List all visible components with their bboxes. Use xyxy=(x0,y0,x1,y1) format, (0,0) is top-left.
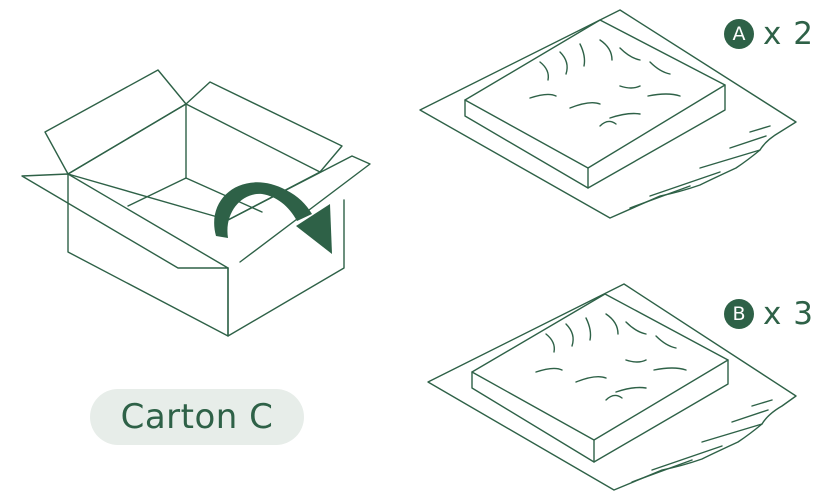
open-box-icon xyxy=(22,70,370,336)
part-b-letter-badge: B xyxy=(724,299,754,329)
part-b-count: B x 3 xyxy=(724,296,814,332)
part-a-count: A x 2 xyxy=(724,16,814,52)
part-b-quantity: x 3 xyxy=(763,296,814,332)
part-a-letter-badge: A xyxy=(724,19,754,49)
carton-label-pill: Carton C xyxy=(90,389,304,445)
carton-label: Carton C xyxy=(121,397,274,437)
part-a-quantity: x 2 xyxy=(763,16,814,52)
